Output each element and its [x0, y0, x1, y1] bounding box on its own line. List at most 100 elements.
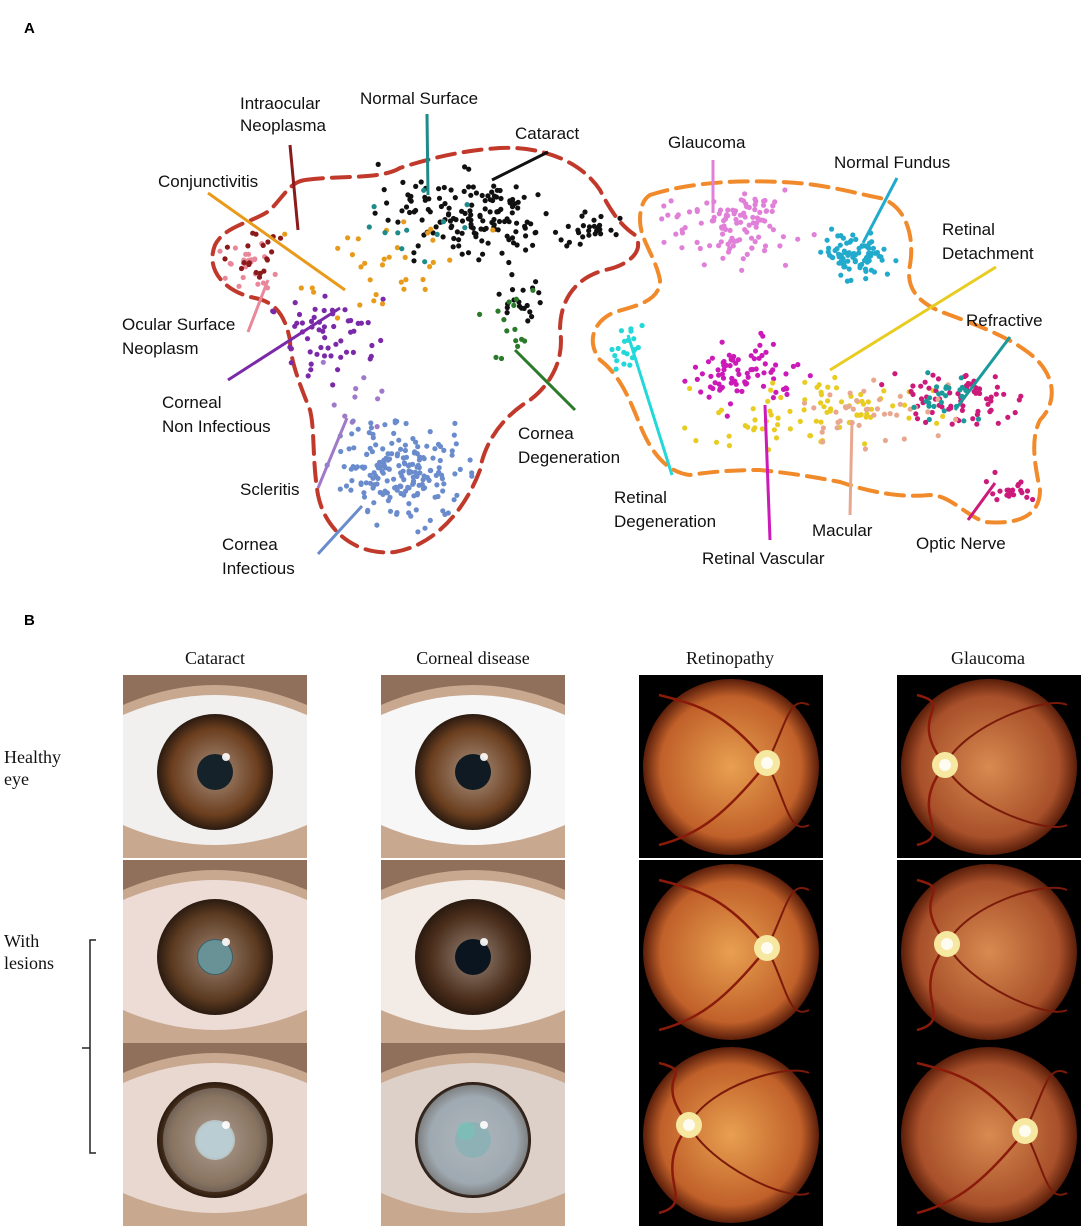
tsne-point-cataract [446, 205, 452, 211]
tsne-point-cataract [385, 217, 391, 223]
tsne-point-optic-nerve [990, 491, 996, 497]
tsne-point-intraocular [264, 257, 270, 263]
tsne-point-cataract [468, 217, 474, 223]
label-cataract: Cataract [515, 124, 580, 143]
tsne-point-cataract [465, 250, 472, 256]
tsne-point-cornea-degeneration [511, 302, 517, 308]
tsne-point-cornea-infectious [374, 522, 380, 528]
tsne-point-corneal-noninf [312, 306, 318, 312]
tsne-point-retinal-vascular [770, 341, 777, 347]
corneal-disease-photo-3 [381, 1043, 565, 1226]
tsne-point-normal-fundus [868, 267, 875, 273]
tsne-point-corneal-noninf [322, 293, 328, 299]
tsne-point-retinal-vascular [761, 370, 767, 376]
tsne-point-macular [847, 390, 853, 396]
tsne-point-glaucoma [723, 213, 729, 219]
tsne-point-cataract [411, 258, 417, 264]
tsne-point-retinal-detachment [682, 425, 688, 431]
tsne-point-cataract [395, 219, 401, 225]
tsne-point-glaucoma [720, 231, 726, 237]
tsne-point-normal-fundus [850, 254, 856, 260]
tsne-point-retinal-vascular [699, 371, 706, 377]
tsne-point-corneal-noninf [338, 338, 344, 344]
tsne-point-glaucoma [795, 236, 801, 242]
tsne-point-optic-nerve [977, 390, 983, 397]
tsne-point-macular [819, 429, 825, 435]
tsne-point-cornea-infectious [346, 446, 352, 452]
tsne-point-glaucoma [725, 207, 731, 213]
tsne-point-corneal-noninf [292, 323, 298, 329]
tsne-point-optic-nerve [929, 409, 935, 416]
tsne-point-cataract [580, 223, 587, 229]
tsne-point-corneal-noninf [321, 324, 327, 330]
tsne-point-conjunctivitis [386, 254, 392, 260]
tsne-point-refractive [941, 408, 947, 414]
tsne-point-retinal-vascular [739, 388, 745, 394]
tsne-point-glaucoma [697, 245, 703, 252]
tsne-point-retinal-detachment [881, 388, 887, 394]
tsne-point-cataract [506, 259, 512, 266]
tsne-point-optic-nerve [922, 379, 928, 385]
tsne-point-conjunctivitis [345, 235, 351, 241]
tsne-point-cornea-infectious [411, 493, 417, 499]
tsne-point-conjunctivitis [355, 236, 361, 242]
tsne-point-normal-fundus [825, 249, 831, 255]
tsne-point-glaucoma [746, 222, 752, 228]
tsne-point-cataract [452, 195, 458, 201]
tsne-point-glaucoma [665, 212, 671, 218]
tsne-point-refractive [934, 384, 940, 390]
retinopathy-fundus-photo-3 [639, 1043, 823, 1226]
tsne-point-cornea-infectious [337, 486, 343, 492]
tsne-point-retinal-degeneration [621, 349, 627, 355]
tsne-point-retinal-vascular [768, 369, 774, 375]
tsne-point-retinal-vascular [712, 380, 718, 386]
tsne-point-cataract [582, 209, 588, 215]
tsne-point-cornea-infectious [349, 431, 355, 437]
tsne-point-intraocular [260, 242, 266, 248]
tsne-point-refractive [925, 370, 931, 376]
tsne-point-optic-nerve [994, 384, 1001, 390]
tsne-point-retinal-vascular [760, 383, 767, 389]
tsne-point-cornea-degeneration [477, 311, 483, 317]
tsne-point-normal-fundus [859, 261, 865, 268]
label-refractive: Refractive [966, 311, 1043, 330]
leader-line-cataract [491, 150, 549, 182]
leader-line-retinal-degeneration [626, 334, 674, 476]
tsne-point-glaucoma [694, 239, 700, 245]
tsne-point-cornea-infectious [385, 451, 391, 457]
tsne-point-glaucoma [782, 262, 789, 268]
tsne-point-normal-fundus [872, 250, 878, 256]
tsne-point-cataract [566, 239, 573, 245]
tsne-point-retinal-degeneration [631, 336, 637, 342]
tsne-point-corneal-noninf [355, 320, 361, 326]
tsne-point-cataract [514, 220, 520, 226]
tsne-point-cataract [433, 224, 439, 230]
tsne-point-normal-fundus [846, 266, 852, 272]
tsne-point-glaucoma [661, 203, 667, 209]
tsne-point-cataract [533, 229, 539, 235]
tsne-point-cataract [450, 244, 456, 250]
tsne-point-cataract [487, 209, 493, 215]
tsne-point-intraocular [253, 231, 259, 237]
tsne-point-retinal-detachment [827, 408, 833, 414]
tsne-point-retinal-detachment [726, 443, 733, 449]
tsne-point-normal-surface [462, 225, 468, 231]
tsne-point-optic-nerve [995, 420, 1001, 426]
tsne-point-conjunctivitis [430, 237, 436, 243]
tsne-point-cataract [438, 203, 444, 210]
tsne-point-retinal-degeneration [618, 328, 625, 334]
tsne-point-ocular-surface [236, 283, 242, 289]
tsne-point-retinal-vascular [721, 367, 727, 373]
tsne-point-retinal-vascular [726, 352, 732, 358]
tsne-point-cornea-infectious [441, 447, 447, 453]
tsne-point-conjunctivitis [335, 245, 341, 251]
tsne-point-corneal-noninf [380, 296, 386, 302]
tsne-point-conjunctivitis [362, 260, 368, 266]
tsne-point-retinal-vascular [758, 330, 764, 336]
tsne-point-retinal-detachment [752, 417, 758, 423]
tsne-point-cornea-infectious [380, 470, 386, 476]
tsne-point-cataract [459, 230, 465, 236]
tsne-point-glaucoma [704, 200, 710, 206]
tsne-point-retinal-vascular [718, 385, 725, 391]
